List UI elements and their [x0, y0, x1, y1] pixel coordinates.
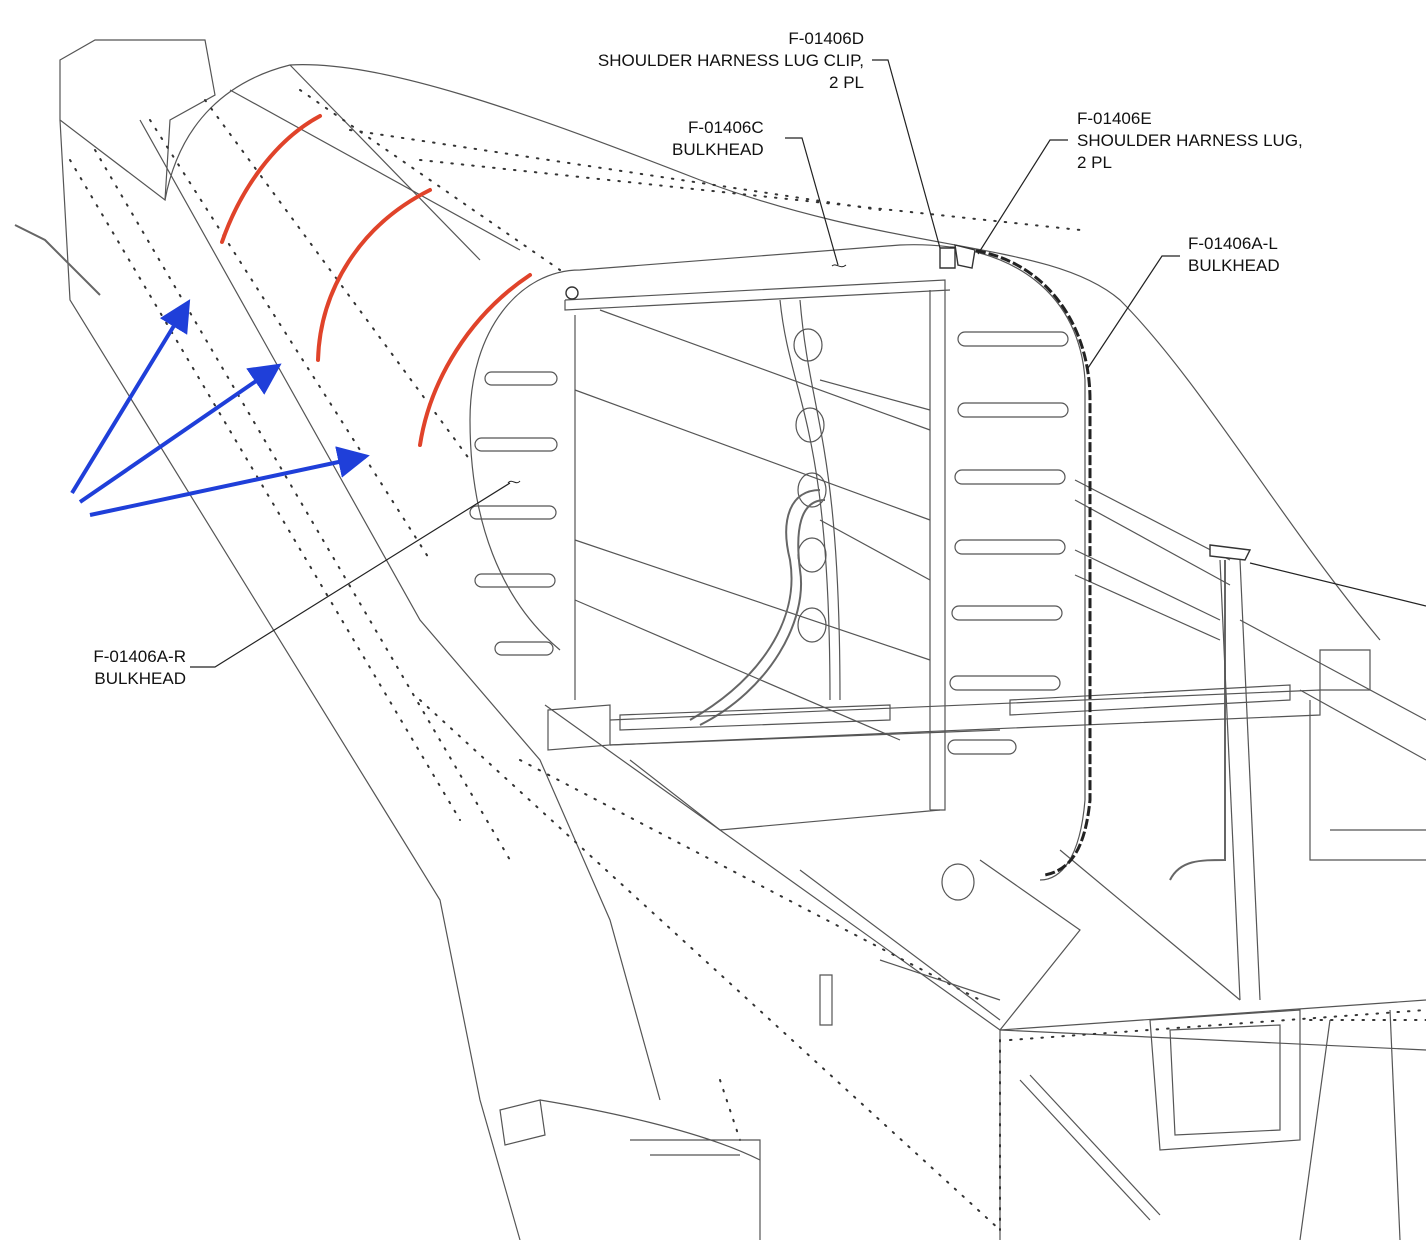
leader-bulkhead-al — [1087, 255, 1180, 369]
callout-lug-clip-line2: 2 PL — [829, 73, 864, 92]
leader-offpage — [1249, 562, 1426, 607]
indicator-arrow-2 — [78, 363, 282, 504]
callout-bulkhead-ar-line1: BULKHEAD — [94, 669, 186, 688]
callout-lug: F-01406E SHOULDER HARNESS LUG, 2 PL — [1077, 108, 1303, 174]
callout-lug-clip: F-01406D SHOULDER HARNESS LUG CLIP, 2 PL — [598, 28, 864, 94]
callout-bulkhead-al-part: F-01406A-L — [1188, 234, 1278, 253]
leader-lug — [977, 139, 1068, 255]
callout-bulkhead-c-part: F-01406C — [688, 118, 764, 137]
rivet-rows — [69, 89, 1426, 1231]
highlight-arc-1 — [220, 114, 322, 244]
callout-lug-part: F-01406E — [1077, 109, 1152, 128]
callout-bulkhead-al-line1: BULKHEAD — [1188, 256, 1280, 275]
leader-bulkhead-c — [785, 137, 839, 266]
leader-lug-clip — [872, 59, 941, 249]
indicator-arrow-1 — [70, 299, 191, 495]
highlight-arcs — [220, 114, 532, 447]
leader-bulkhead-ar — [190, 482, 511, 668]
fuselage-skin — [59, 39, 1426, 1241]
highlight-arc-3 — [418, 273, 532, 447]
indicator-arrows — [70, 299, 370, 517]
callout-bulkhead-al: F-01406A-L BULKHEAD — [1188, 233, 1280, 277]
shoulder-harness-lugs — [565, 244, 1252, 561]
bulkhead-c — [564, 279, 951, 811]
callout-lug-clip-part: F-01406D — [788, 29, 864, 48]
wire-harness — [14, 224, 1226, 881]
callout-lug-line1: SHOULDER HARNESS LUG, — [1077, 131, 1303, 150]
callout-lug-clip-line1: SHOULDER HARNESS LUG CLIP, — [597, 51, 864, 70]
bulkhead-slots — [469, 331, 1069, 755]
callout-leaders — [190, 59, 1426, 668]
longerons-and-crossmembers — [499, 479, 1426, 1241]
indicator-arrow-3 — [89, 446, 370, 517]
callout-bulkhead-c-line1: BULKHEAD — [672, 140, 764, 159]
callout-bulkhead-ar: F-01406A-R BULKHEAD — [93, 646, 186, 690]
bulkhead-a-left-edge — [949, 246, 1092, 877]
callout-bulkhead-ar-part: F-01406A-R — [93, 647, 186, 666]
callout-lug-line2: 2 PL — [1077, 153, 1112, 172]
callout-bulkhead-c: F-01406C BULKHEAD — [672, 117, 764, 161]
lightening-holes — [793, 328, 975, 901]
highlight-arc-2 — [316, 188, 432, 362]
